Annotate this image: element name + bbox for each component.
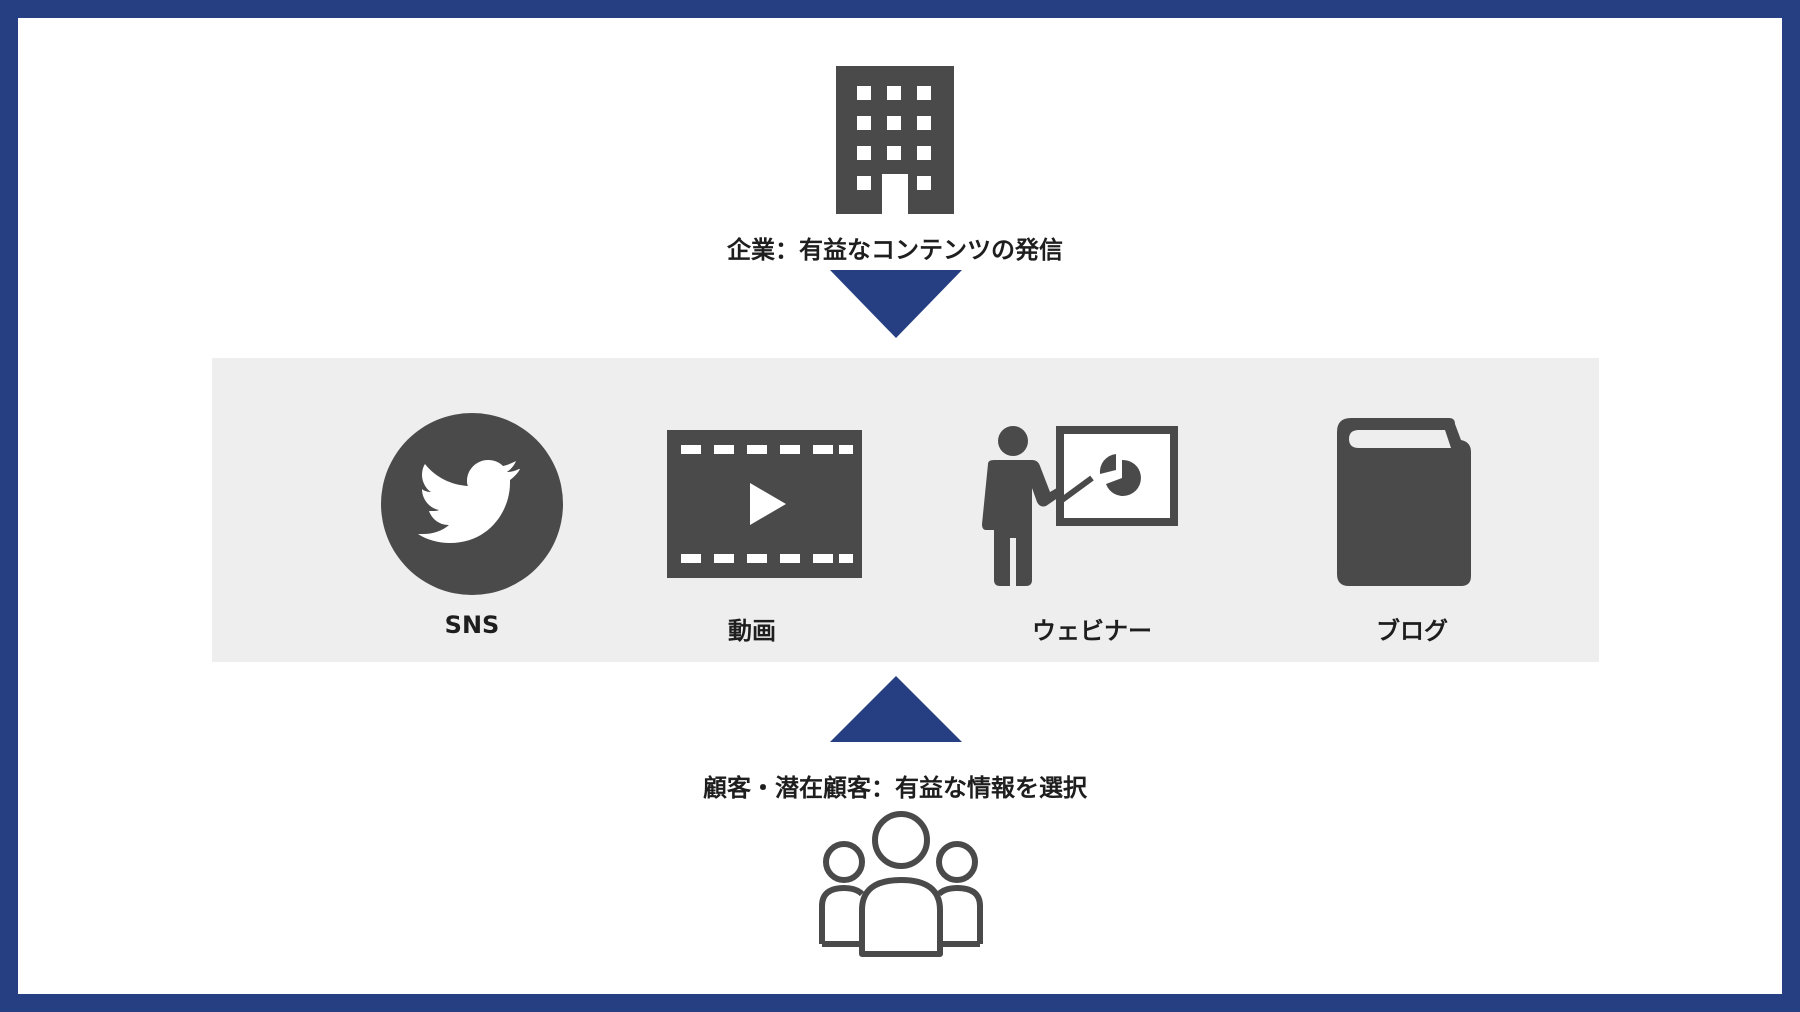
channel-video: 動画	[652, 358, 872, 662]
customer-caption: 顧客・潜在顧客：有益な情報を選択	[703, 774, 1087, 802]
book-icon	[1337, 418, 1471, 586]
channel-blog: ブログ	[1272, 358, 1492, 662]
company-caption: 企業：有益なコンテンツの発信	[727, 236, 1063, 264]
video-film-icon	[667, 430, 862, 578]
channel-webinar: ウェビナー	[972, 358, 1192, 662]
channel-label-blog: ブログ	[1376, 617, 1448, 645]
up-arrow-icon	[830, 676, 962, 742]
channel-sns: SNS	[362, 358, 582, 662]
channels-panel: SNS 動画 ウェビナー	[212, 358, 1599, 662]
people-group-icon	[819, 811, 983, 957]
channel-label-webinar: ウェビナー	[1032, 617, 1152, 645]
twitter-icon	[381, 413, 563, 595]
channel-label-video: 動画	[728, 617, 776, 645]
channel-label-sns: SNS	[444, 611, 500, 639]
presentation-icon	[982, 426, 1178, 586]
building-icon	[836, 66, 954, 214]
down-arrow-icon	[830, 270, 962, 338]
